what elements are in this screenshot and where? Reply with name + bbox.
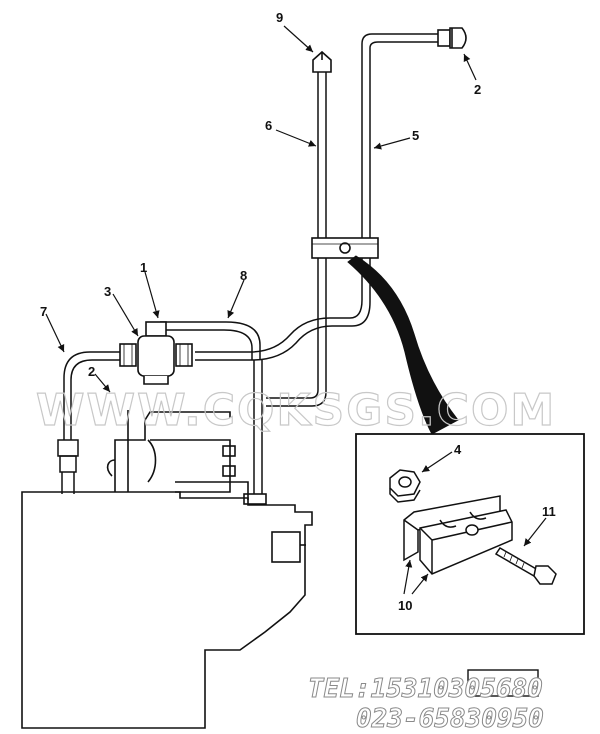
hex-fitting-9 <box>312 50 332 73</box>
pump-housing <box>106 410 267 505</box>
leader-5 <box>373 137 411 150</box>
leader-3 <box>112 293 139 337</box>
fuel-lines <box>57 33 440 494</box>
callout-6: 6 <box>265 118 272 133</box>
bolt-11 <box>494 546 557 585</box>
contact-tel: TEL:15310305680 <box>308 674 543 704</box>
callout-11: 11 <box>542 504 556 519</box>
callout-10: 10 <box>398 598 412 613</box>
callout-9: 9 <box>276 10 283 25</box>
contact-phone: 023-65830950 <box>356 704 544 734</box>
clamp-halves-10 <box>403 495 513 575</box>
leader-11 <box>523 517 547 547</box>
leader-8 <box>227 279 245 319</box>
leader-7 <box>45 313 65 353</box>
figure-reference-box <box>467 669 539 697</box>
engine-block <box>21 491 313 729</box>
leader-9 <box>283 25 314 53</box>
watermark-text: WWW.CQKSGS.COM <box>36 385 556 436</box>
callout-4: 4 <box>454 442 462 457</box>
cap-nut-2 <box>437 27 467 49</box>
callout-7: 7 <box>40 304 47 319</box>
callout-labels: 9 2 6 5 1 8 3 7 2 4 11 10 <box>40 10 556 613</box>
leader-1 <box>144 271 160 319</box>
callout-5: 5 <box>412 128 419 143</box>
callout-1: 1 <box>140 260 147 275</box>
leader-10b <box>411 573 429 595</box>
leader-10a <box>403 559 413 595</box>
callout-3: 3 <box>104 284 111 299</box>
leader-4 <box>421 451 453 473</box>
detail-inset <box>355 433 585 635</box>
leader-2-left <box>94 373 111 393</box>
leader-2-top <box>463 53 477 81</box>
callout-8: 8 <box>240 268 247 283</box>
callout-2-left: 2 <box>88 364 95 379</box>
detail-leader-wedge <box>347 255 459 435</box>
shutoff-valve-1 <box>119 321 193 385</box>
leader-6 <box>275 129 317 147</box>
callout-2-top: 2 <box>474 82 481 97</box>
tube-clamp <box>311 237 379 259</box>
callout-leaders <box>45 25 547 595</box>
hex-nut-4 <box>389 469 421 503</box>
